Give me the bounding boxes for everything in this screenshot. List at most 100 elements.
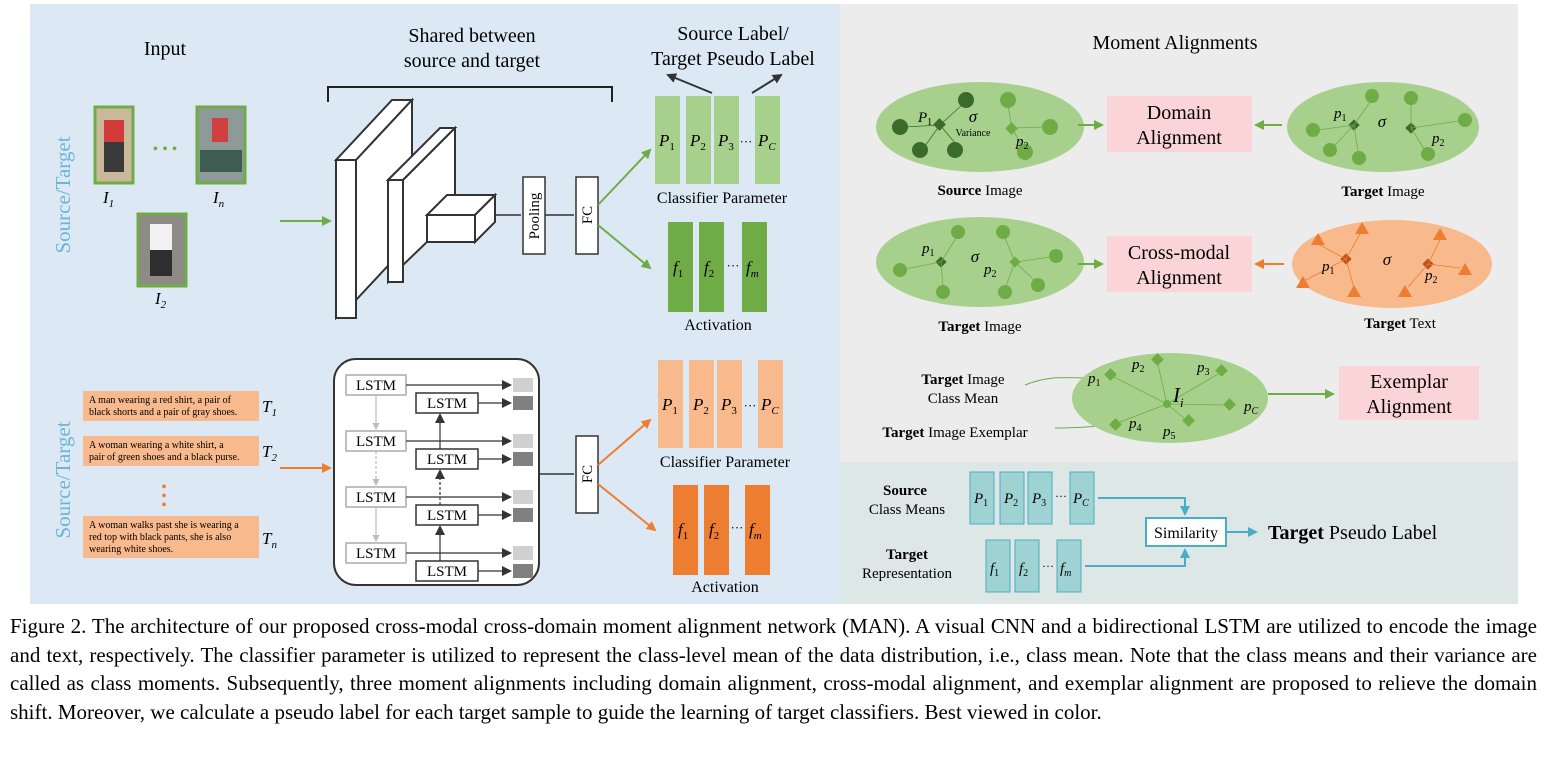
- lstm-f3: LSTM: [356, 490, 396, 506]
- exemplar-bold: Target: [882, 425, 924, 441]
- pseudo-label-bold: Target: [1268, 522, 1324, 544]
- text-label-n: T: [262, 529, 273, 548]
- svg-text:PC: PC: [757, 131, 776, 153]
- tgt1-sigma: σ: [1378, 112, 1387, 131]
- arrow-fc-to-params: [597, 148, 652, 206]
- f1-img-sub: 1: [678, 268, 684, 280]
- p1-txt: P: [661, 395, 672, 414]
- fc-box-text: [575, 435, 599, 514]
- activation-image: [668, 222, 767, 312]
- crossmodal-alignment-l1: Cross-modal: [1128, 242, 1231, 264]
- fm-txt-sub: m: [754, 530, 762, 542]
- p3-txt: P: [720, 395, 731, 414]
- target-text-ellipse: [1292, 220, 1492, 308]
- target-representation-bold: Target: [886, 547, 928, 563]
- input-image-2: [136, 212, 188, 288]
- image-label-n: I: [212, 188, 220, 207]
- ellipsis-pl-f: ···: [1042, 559, 1054, 573]
- pc-img-sub: C: [768, 141, 776, 153]
- text-sub-n: n: [271, 539, 277, 551]
- svg-text:P1: P1: [661, 395, 678, 417]
- svg-text:Target Image Exemplar: Target Image Exemplar: [882, 425, 1027, 441]
- p3-img: P: [717, 131, 728, 150]
- exemplar-alignment-l2: Alignment: [1366, 396, 1452, 418]
- classifier-params-image: [655, 96, 780, 184]
- svg-text:T1: T1: [262, 397, 277, 419]
- moment-alignments-title: Moment Alignments: [1093, 32, 1258, 54]
- source-class-means-l2: Class Means: [869, 502, 945, 518]
- f1-txt-sub: 1: [683, 530, 689, 542]
- text-box-2: [83, 436, 259, 466]
- dots-images: • • •: [153, 141, 178, 158]
- arrow-fc-to-activation-text: [597, 483, 657, 532]
- domain-alignment-l2: Alignment: [1136, 127, 1222, 149]
- svg-text:A woman walks past she is wear: A woman walks past she is wearing ared t…: [89, 520, 239, 555]
- fm-img-sub: m: [751, 268, 759, 280]
- text-2-line2: pair of green shoes and a black purse.: [89, 452, 240, 463]
- tgt2-sigma: σ: [971, 247, 980, 266]
- target-image-points-1: [1306, 89, 1472, 165]
- cnn-block: [333, 97, 498, 321]
- src-p1: P: [917, 110, 927, 126]
- src-sigma: σ: [969, 107, 978, 126]
- text-label-1: T: [262, 397, 273, 416]
- ellipsis-p-txt: ···: [744, 398, 757, 413]
- p3-txt-sub: 3: [731, 405, 737, 417]
- text-sub-1: 1: [271, 407, 277, 419]
- text-1-line1: A man wearing a red shirt, a pair of: [89, 395, 232, 406]
- exemplar-alignment-box: [1339, 366, 1479, 420]
- input-image-1: [93, 105, 135, 185]
- classifier-parameter-label-2: Classifier Parameter: [660, 454, 791, 471]
- source-label-line2: Target Pseudo Label: [651, 48, 815, 70]
- src-variance: Variance: [956, 128, 992, 139]
- svg-text:fm: fm: [1060, 561, 1071, 579]
- shared-bracket: [327, 86, 613, 102]
- Ii-label: I: [1172, 383, 1181, 407]
- lstm-b2: LSTM: [427, 452, 467, 468]
- svg-text:fm: fm: [746, 258, 759, 280]
- target-image-2-bold: Target: [938, 319, 980, 335]
- dots-texts: •••: [161, 479, 167, 514]
- svg-text:f1: f1: [673, 258, 683, 280]
- svg-text:Target Image: Target Image: [938, 319, 1022, 335]
- exemplar-alignment-l1: Exemplar: [1370, 371, 1448, 393]
- source-image-rest: Image: [981, 183, 1023, 199]
- svg-text:Target Pseudo Label: Target Pseudo Label: [1268, 522, 1438, 544]
- f2-img: f: [704, 258, 711, 277]
- pseudo-label-rest: Pseudo Label: [1324, 522, 1438, 544]
- fm-img: f: [746, 258, 753, 277]
- class-mean-line2: Class Mean: [928, 391, 999, 407]
- target-representation-cols: [985, 539, 1082, 593]
- target-representation-l2: Representation: [862, 566, 952, 582]
- line-repr-to-similarity: [1085, 548, 1190, 567]
- image-sub-1: 1: [109, 198, 115, 210]
- text-box-1: [83, 391, 259, 421]
- source-image-bold: Source: [937, 183, 981, 199]
- p1-txt-sub: 1: [672, 405, 678, 417]
- svg-text:T2: T2: [262, 442, 277, 464]
- svg-text:In: In: [212, 188, 225, 210]
- classifier-parameter-label-1: Classifier Parameter: [657, 190, 788, 207]
- svg-text:f2: f2: [709, 520, 719, 542]
- svg-text:p2: p2: [1015, 134, 1029, 152]
- lstm-outputs: [513, 378, 533, 578]
- target-image-1-bold: Target: [1341, 184, 1383, 200]
- text-3-line3: wearing white shoes.: [89, 544, 173, 555]
- target-text-rest: Text: [1406, 316, 1437, 332]
- svg-text:fm: fm: [749, 520, 762, 542]
- lstm-f2: LSTM: [356, 434, 396, 450]
- svg-text:P3: P3: [717, 131, 734, 153]
- image-label-2: I: [154, 289, 162, 308]
- target-text-bold: Target: [1364, 316, 1406, 332]
- lstm-b4: LSTM: [427, 564, 467, 580]
- svg-text:P2: P2: [692, 395, 709, 417]
- f1-img: f: [673, 258, 680, 277]
- exemplar-ellipse: [1072, 353, 1268, 443]
- target-image-1-rest: Image: [1383, 184, 1425, 200]
- ellipsis-f-img: ···: [727, 258, 740, 273]
- svg-text:Target Image: Target Image: [1341, 184, 1425, 200]
- lstm-forward: [345, 374, 407, 564]
